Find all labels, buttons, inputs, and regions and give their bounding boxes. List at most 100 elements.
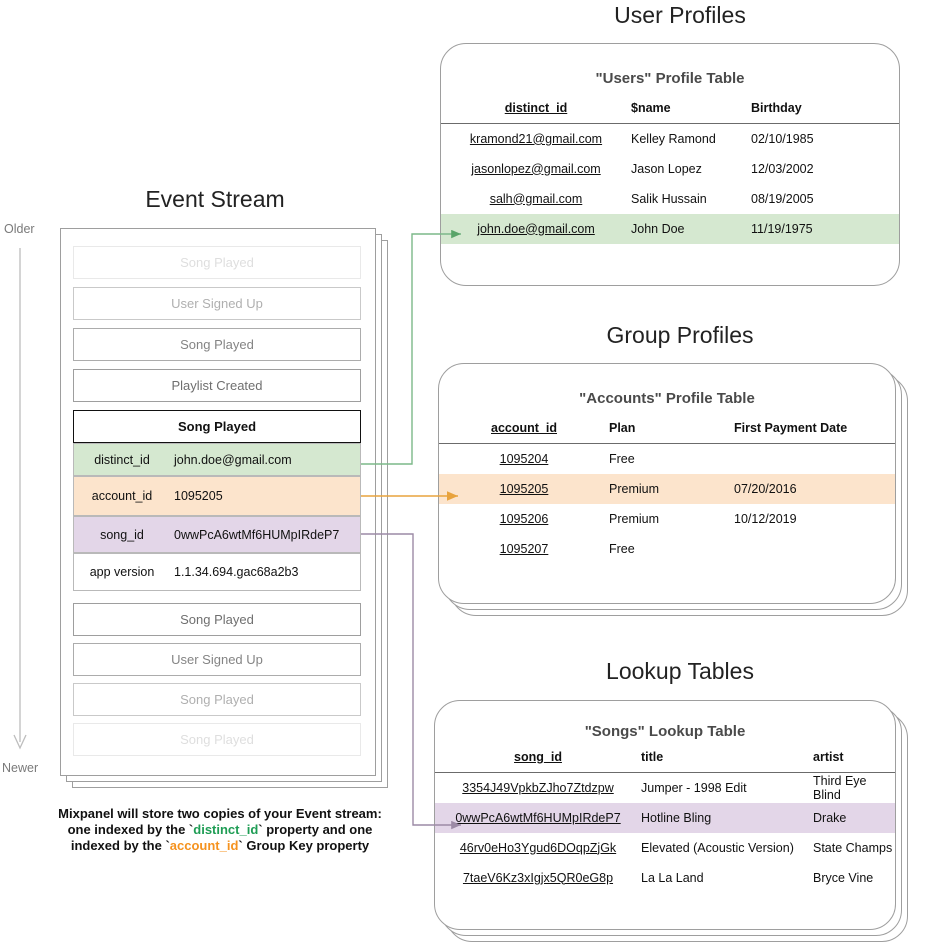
table-row[interactable]: 7taeV6Kz3xIgjx5QR0eG8p La La Land Bryce …	[435, 863, 895, 893]
event-property-value: 1095205	[174, 489, 223, 503]
event-box[interactable]: Playlist Created	[73, 369, 361, 402]
selected-event-header[interactable]: Song Played	[73, 410, 361, 443]
column-header-song-id: song_id	[514, 750, 562, 764]
column-header-birthday: Birthday	[751, 101, 802, 115]
table-header-row: song_id title artist	[435, 750, 895, 773]
page-title-group-profiles: Group Profiles	[606, 322, 754, 348]
cell-artist: State Champs	[813, 840, 893, 855]
column-header-first-payment-date: First Payment Date	[734, 421, 848, 435]
cell-account-id: 1095205	[499, 481, 549, 496]
cell-birthday: 11/19/1975	[751, 221, 813, 236]
cell-distinct-id: john.doe@gmail.com	[477, 221, 595, 236]
event-property-row-song-id[interactable]: song_id 0wwPcA6wtMf6HUMpIRdeP7	[73, 516, 361, 553]
caption-line-2-suffix: ` property and one	[258, 822, 373, 837]
table-row-highlighted[interactable]: 0wwPcA6wtMf6HUMpIRdeP7 Hotline Bling Dra…	[435, 802, 895, 833]
event-property-value: 0wwPcA6wtMf6HUMpIRdeP7	[174, 527, 340, 542]
table-header-row: account_id Plan First Payment Date	[439, 421, 895, 444]
event-box[interactable]: User Signed Up	[73, 287, 361, 320]
cell-account-id: 1095204	[499, 451, 549, 466]
accounts-profile-card: "Accounts" Profile Table account_id Plan…	[438, 363, 896, 604]
lookup-tables-card-stack: "Songs" Lookup Table song_id title artis…	[434, 700, 912, 946]
caption-line-3-prefix: indexed by the `	[70, 838, 170, 853]
cell-birthday: 12/03/2002	[751, 161, 814, 176]
songs-lookup-table: song_id title artist 3354J49VpkbZJho7Ztd…	[435, 750, 895, 893]
cell-artist: Third Eye Blind	[813, 773, 867, 802]
cell-name: Salik Hussain	[631, 191, 707, 206]
table-row[interactable]: 1095206 Premium 10/12/2019	[439, 504, 895, 534]
event-property-key: account_id	[91, 489, 153, 503]
column-header-title: title	[641, 750, 664, 764]
event-box[interactable]: Song Played	[73, 328, 361, 361]
cell-name: John Doe	[631, 221, 685, 236]
cell-artist: Drake	[813, 810, 847, 825]
cell-plan: Free	[609, 451, 635, 466]
event-property-key: distinct_id	[94, 452, 150, 467]
cell-first-payment-date	[734, 444, 895, 474]
event-property-row-app-version[interactable]: app version 1.1.34.694.gac68a2b3	[73, 553, 361, 591]
event-property-row-account-id[interactable]: account_id 1095205	[73, 476, 361, 516]
user-profiles-card-stack: "Users" Profile Table distinct_id $name …	[440, 43, 900, 286]
event-box[interactable]: Song Played	[73, 723, 361, 756]
cell-first-payment-date: 07/20/2016	[734, 481, 797, 496]
table-row[interactable]: salh@gmail.com Salik Hussain 08/19/2005	[441, 184, 899, 214]
column-header-account-id: account_id	[491, 421, 557, 435]
event-property-key: app version	[89, 565, 155, 579]
column-header-artist: artist	[813, 750, 844, 764]
group-profiles-card-stack: "Accounts" Profile Table account_id Plan…	[438, 363, 908, 616]
accounts-profile-table: account_id Plan First Payment Date 10952…	[439, 421, 895, 564]
caption-line-3: indexed by the `account_id` Group Key pr…	[40, 838, 400, 854]
column-header-name: $name	[631, 101, 671, 115]
event-property-value: 1.1.34.694.gac68a2b3	[174, 565, 299, 579]
cell-song-id: 7taeV6Kz3xIgjx5QR0eG8p	[462, 870, 614, 885]
cell-name: Kelley Ramond	[631, 131, 716, 146]
cell-first-payment-date: 10/12/2019	[734, 511, 797, 526]
column-header-distinct-id: distinct_id	[504, 101, 568, 115]
cell-title: Jumper - 1998 Edit	[641, 780, 747, 795]
timeline-newer-label: Newer	[2, 761, 39, 775]
cell-first-payment-date	[734, 534, 895, 564]
page-title-lookup-tables: Lookup Tables	[606, 658, 754, 684]
cell-title: La La Land	[641, 870, 704, 885]
cell-artist: Bryce Vine	[813, 870, 874, 885]
diagram-caption: Mixpanel will store two copies of your E…	[40, 806, 400, 854]
table-row[interactable]: jasonlopez@gmail.com Jason Lopez 12/03/2…	[441, 154, 899, 184]
event-box[interactable]: Song Played	[73, 603, 361, 636]
accounts-table-title: "Accounts" Profile Table	[579, 390, 755, 407]
column-header-plan: Plan	[609, 421, 636, 435]
cell-distinct-id: salh@gmail.com	[489, 191, 583, 206]
timeline-arrow	[13, 248, 27, 750]
cell-song-id: 46rv0eHo3Ygud6DOqpZjGk	[459, 840, 617, 855]
table-row[interactable]: 1095207 Free	[439, 534, 895, 564]
cell-birthday: 08/19/2005	[751, 191, 814, 206]
table-row-highlighted[interactable]: john.doe@gmail.com John Doe 11/19/1975	[441, 213, 899, 244]
event-property-row-distinct-id[interactable]: distinct_id john.doe@gmail.com	[73, 443, 361, 476]
table-row-highlighted[interactable]: 1095205 Premium 07/20/2016	[439, 473, 895, 504]
table-row[interactable]: 3354J49VpkbZJho7Ztdzpw Jumper - 1998 Edi…	[435, 773, 895, 803]
table-row[interactable]: 1095204 Free	[439, 444, 895, 474]
event-box[interactable]: Song Played	[73, 683, 361, 716]
event-box[interactable]: User Signed Up	[73, 643, 361, 676]
event-box[interactable]: Song Played	[73, 246, 361, 279]
event-property-key: song_id	[100, 527, 144, 542]
cell-plan: Premium	[609, 511, 660, 526]
cell-plan: Free	[609, 541, 635, 556]
caption-line-2-prefix: one indexed by the `	[67, 822, 194, 837]
table-row[interactable]: 46rv0eHo3Ygud6DOqpZjGk Elevated (Acousti…	[435, 833, 895, 863]
cell-name: Jason Lopez	[631, 161, 702, 176]
cell-song-id: 0wwPcA6wtMf6HUMpIRdeP7	[455, 810, 621, 825]
users-table-title: "Users" Profile Table	[595, 70, 745, 87]
caption-distinct-id-key: distinct_id	[193, 822, 259, 837]
event-property-value: john.doe@gmail.com	[174, 452, 292, 467]
page-title-event-stream: Event Stream	[145, 186, 285, 212]
caption-line-1: Mixpanel will store two copies of your E…	[58, 806, 382, 821]
table-header-row: distinct_id $name Birthday	[441, 101, 899, 124]
songs-table-title: "Songs" Lookup Table	[584, 723, 746, 740]
table-row[interactable]: kramond21@gmail.com Kelley Ramond 02/10/…	[441, 124, 899, 154]
cell-birthday: 02/10/1985	[751, 131, 814, 146]
songs-lookup-card: "Songs" Lookup Table song_id title artis…	[434, 700, 896, 930]
caption-account-id-key: account_id	[169, 838, 239, 853]
cell-distinct-id: jasonlopez@gmail.com	[471, 161, 601, 176]
caption-line-3-suffix: ` Group Key property	[238, 838, 370, 853]
caption-line-2: one indexed by the `distinct_id` propert…	[40, 822, 400, 838]
users-profile-card: "Users" Profile Table distinct_id $name …	[440, 43, 900, 286]
